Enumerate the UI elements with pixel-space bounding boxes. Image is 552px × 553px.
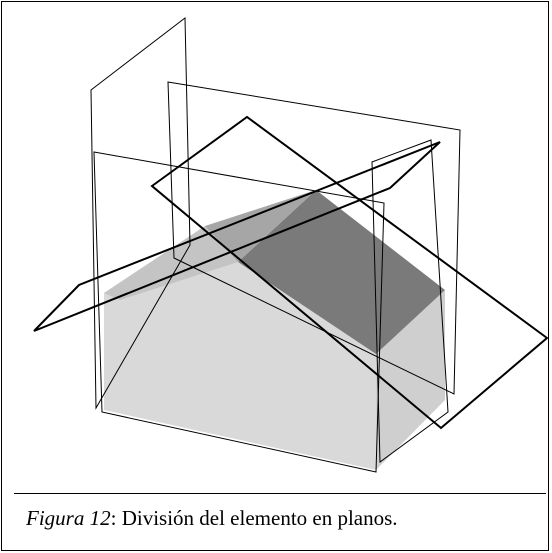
house-roof-left [104,226,238,300]
caption-text: División del elemento en planos. [116,506,398,530]
house-roof-dark [238,190,445,354]
plane-left-tall [90,17,191,410]
plane-rotated-square [150,115,549,430]
figure-caption: Figura 12: División del elemento en plan… [26,506,398,531]
house-roof-mid [205,190,316,262]
plane-right [371,139,449,463]
caption-divider [14,493,546,494]
plane-back [167,81,461,395]
plane-front [93,151,385,473]
caption-separator: : [110,506,117,530]
house-volume [104,190,445,470]
vertical-planes [90,17,461,473]
house-side-wall [376,290,445,470]
house-front-wall [104,226,376,470]
figure-label: Figura 12 [26,506,111,530]
oblique-planes [33,115,549,430]
plane-long-diagonal [33,141,441,332]
